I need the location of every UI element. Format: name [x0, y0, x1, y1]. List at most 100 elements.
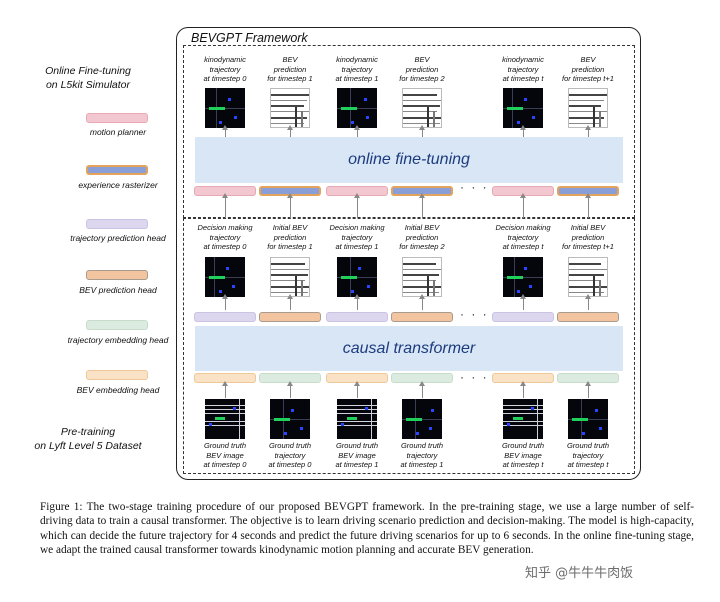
- trajectory-prediction-head-block: [194, 312, 256, 322]
- pretrain-output-image: [270, 257, 310, 297]
- ground-truth-image: [503, 399, 543, 439]
- agent-vehicle-mark: [532, 116, 535, 119]
- finetune-output-arrow: [287, 125, 293, 137]
- road-lane-line: [205, 421, 245, 422]
- bev-column-mark: [427, 276, 429, 296]
- agent-vehicle-mark: [366, 116, 369, 119]
- agent-vehicle-mark: [341, 423, 344, 426]
- finetune-output-caption: kinodynamic trajectory at timestep 1: [335, 55, 379, 84]
- pretrain-output-image: [568, 257, 608, 297]
- bev-lane-line: [569, 274, 604, 276]
- pretrain-stage-title: Pre-training on Lyft Level 5 Dataset: [34, 426, 142, 452]
- bev-lane-line: [271, 263, 305, 265]
- pretrain-output-caption: Decision making trajectory at timestep 0: [197, 223, 253, 252]
- bev-lane-line: [271, 100, 307, 101]
- legend-label-trajectory-prediction-head: trajectory prediction head: [70, 233, 166, 243]
- pretrain-section: [183, 218, 635, 474]
- bev-lane-line: [569, 123, 601, 124]
- pretrain-input-arrow: [222, 381, 228, 398]
- road-lane-line: [205, 405, 245, 406]
- pretrain-head-ellipsis: · · ·: [460, 307, 489, 321]
- pretrain-input-arrow: [585, 381, 591, 398]
- road-lane-line: [503, 425, 543, 426]
- framework-title: BEVGPT Framework: [191, 31, 308, 45]
- agent-vehicle-mark: [300, 427, 303, 430]
- agent-vehicle-mark: [226, 267, 229, 270]
- road-lane-line: [337, 405, 377, 406]
- pretrain-output-image: [402, 257, 442, 297]
- watermark: 知乎 @牛牛牛肉饭: [525, 566, 634, 581]
- road-lane-line: [337, 425, 377, 426]
- legend-label-bev-prediction-head: BEV prediction head: [79, 285, 157, 295]
- agent-vehicle-mark: [531, 407, 534, 410]
- road-lane-line: [503, 405, 543, 406]
- agent-vehicle-mark: [429, 427, 432, 430]
- agent-vehicle-mark: [284, 432, 287, 435]
- pretrain-output-arrow: [287, 294, 293, 310]
- ground-truth-image: [568, 399, 608, 439]
- ground-truth-image: [402, 399, 442, 439]
- ego-vehicle-mark: [513, 417, 523, 420]
- ego-trajectory-mark: [274, 418, 290, 421]
- bev-lane-line: [271, 123, 304, 124]
- ego-vehicle-mark: [215, 417, 225, 420]
- online-finetuning-block: online fine-tuning: [195, 137, 623, 183]
- bev-prediction-head-block: [259, 312, 321, 322]
- road-lane-line: [205, 413, 245, 414]
- agent-vehicle-mark: [291, 409, 294, 412]
- agent-vehicle-mark: [219, 290, 222, 293]
- pretrain-output-arrow: [419, 294, 425, 310]
- bev-lane-line: [569, 286, 607, 288]
- finetune-output-caption: BEV prediction for timestep 1: [267, 55, 313, 84]
- bev-lane-line: [403, 100, 441, 101]
- ground-truth-caption: Ground truth BEV image at timestep 1: [335, 441, 379, 470]
- agent-vehicle-mark: [365, 407, 368, 410]
- agent-vehicle-mark: [517, 290, 520, 293]
- ego-trajectory-mark: [572, 418, 588, 421]
- bev-lane-line: [569, 292, 604, 293]
- bev-column-mark: [433, 111, 435, 127]
- legend-swatch-trajectory-embedding-head: [86, 320, 148, 330]
- agent-vehicle-mark: [364, 98, 367, 101]
- road-lane-line: [402, 419, 442, 420]
- bev-lane-line: [403, 105, 440, 107]
- bev-lane-line: [403, 280, 436, 281]
- legend-swatch-experience-rasterizer: [86, 165, 148, 175]
- bev-lane-line: [403, 263, 436, 265]
- legend-swatch-trajectory-prediction-head: [86, 219, 148, 229]
- pretrain-embed-ellipsis: · · ·: [460, 370, 489, 384]
- road-edge-line: [239, 399, 240, 439]
- pretrain-output-arrow: [520, 294, 526, 310]
- road-lane-line: [568, 419, 608, 420]
- finetune-output-image: [337, 88, 377, 128]
- bev-column-mark: [295, 107, 297, 127]
- ego-trajectory-mark: [341, 107, 357, 110]
- causal-transformer-block: causal transformer: [195, 326, 623, 371]
- bev-lane-line: [403, 274, 439, 276]
- ground-truth-image: [270, 399, 310, 439]
- finetune-output-image: [402, 88, 442, 128]
- pretrain-output-caption: Decision making trajectory at timestep 1: [329, 223, 385, 252]
- agent-vehicle-mark: [351, 121, 354, 124]
- finetune-output-image: [568, 88, 608, 128]
- road-lane-line: [503, 413, 543, 414]
- finetune-input-arrow: [585, 193, 591, 218]
- road-lane-line: [337, 277, 377, 278]
- ego-trajectory-mark: [406, 418, 422, 421]
- bev-lane-line: [271, 292, 308, 293]
- agent-vehicle-mark: [232, 285, 235, 288]
- ground-truth-image: [337, 399, 377, 439]
- agent-vehicle-mark: [219, 121, 222, 124]
- finetune-output-arrow: [222, 125, 228, 137]
- road-edge-line: [371, 399, 372, 439]
- bev-column-mark: [593, 107, 595, 127]
- bev-lane-line: [403, 94, 437, 96]
- bev-lane-line: [403, 292, 439, 293]
- legend-swatch-motion-planner: [86, 113, 148, 123]
- agent-vehicle-mark: [351, 290, 354, 293]
- ground-truth-caption: Ground truth trajectory at timestep 0: [268, 441, 312, 470]
- pretrain-output-arrow: [354, 294, 360, 310]
- agent-vehicle-mark: [582, 432, 585, 435]
- agent-vehicle-mark: [599, 427, 602, 430]
- agent-vehicle-mark: [209, 423, 212, 426]
